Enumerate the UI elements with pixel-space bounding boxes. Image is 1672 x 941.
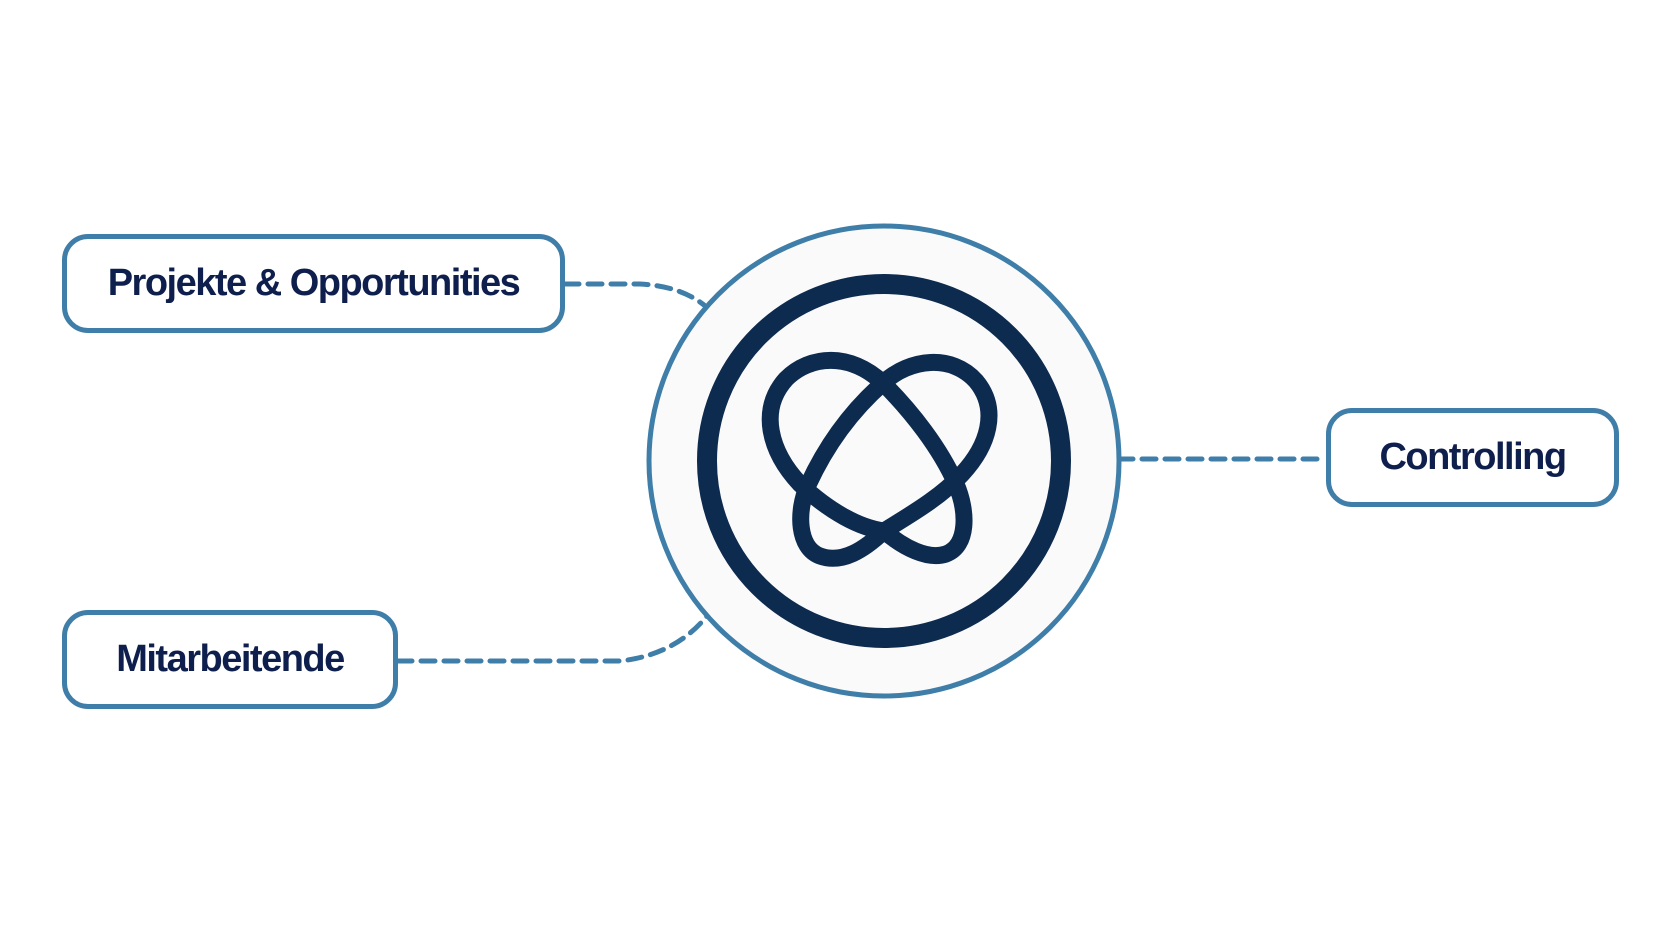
node-projekte-opportunities: Projekte & Opportunities — [62, 234, 565, 333]
node-mitarbeitende-label: Mitarbeitende — [116, 638, 345, 680]
node-controlling-label: Controlling — [1379, 436, 1567, 478]
connector-projekte — [562, 281, 707, 308]
hub-inner-ring — [697, 274, 1071, 648]
knot-icon — [761, 352, 998, 567]
node-controlling: Controlling — [1326, 408, 1619, 507]
connector-mitarbeitende — [395, 613, 710, 664]
node-projekte-label: Projekte & Opportunities — [107, 262, 521, 304]
node-mitarbeitende: Mitarbeitende — [62, 610, 398, 709]
